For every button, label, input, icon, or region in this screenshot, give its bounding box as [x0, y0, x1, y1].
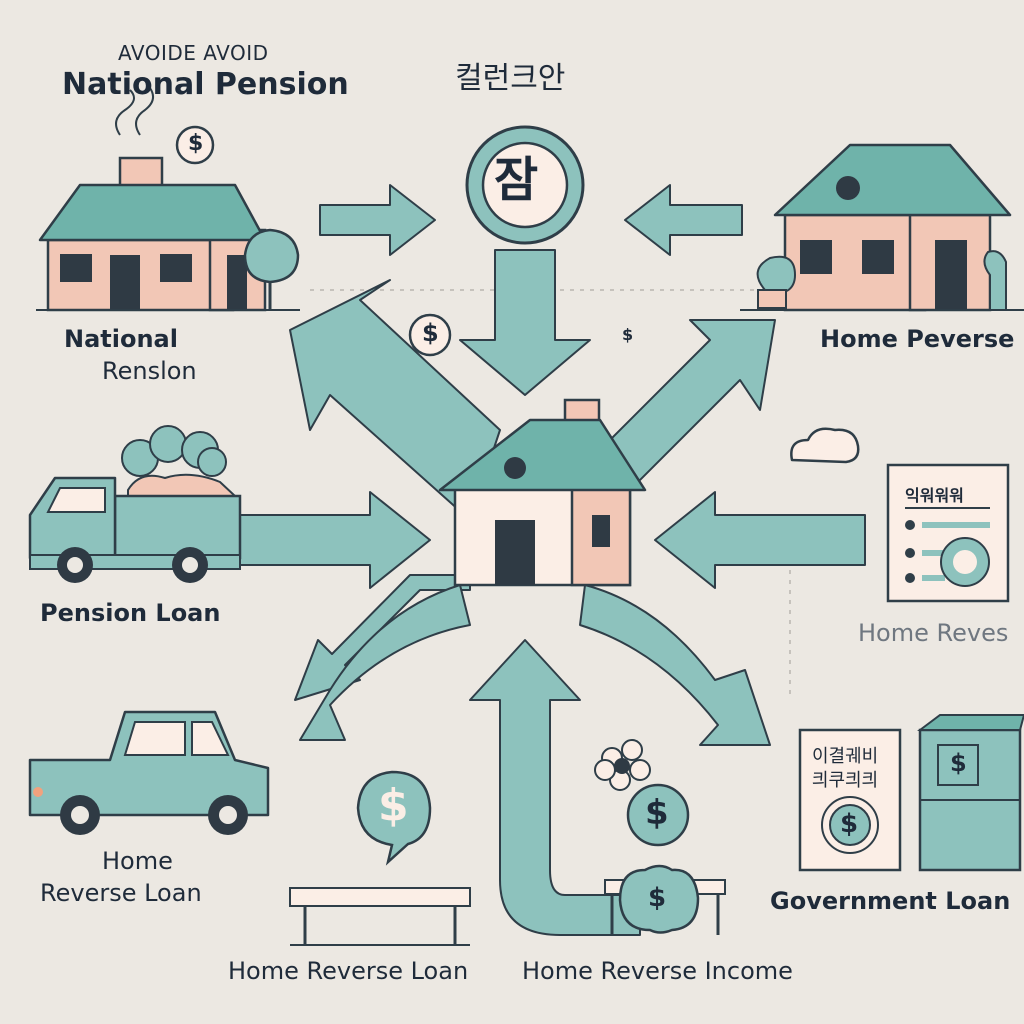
label-bottom-home-reverse-loan: Home Reverse Loan: [228, 957, 469, 985]
dollar-icon-cabinet: $: [950, 749, 967, 777]
arrow-center-up-left: [289, 279, 501, 521]
truck-with-coins: [28, 425, 242, 583]
coin-top-left: [175, 125, 215, 165]
arrow-small-top-right: [624, 184, 743, 256]
label-home-reverse-right: Home Reves: [858, 619, 1009, 647]
label-national-pension-line2: Renslon: [102, 357, 197, 385]
arrow-left-to-house: [234, 491, 431, 589]
coin-bottom-apple: [618, 864, 700, 934]
document-right: [886, 463, 1010, 603]
page-title: National Pension: [62, 67, 349, 102]
coin-bottom-center: [626, 783, 690, 847]
document-government-line2: 킈쿠킈킈: [812, 770, 879, 791]
label-home-reverse-loan-2: Reverse Loan: [40, 879, 202, 907]
document-right-heading: 익워워워: [905, 486, 964, 505]
coin-mid-left: [408, 313, 452, 357]
dollar-icon-coin: $: [645, 793, 669, 833]
label-home-reverse-loan-1: Home: [102, 847, 173, 875]
arrow-down-left: [294, 574, 471, 741]
house-top-left: [36, 87, 300, 312]
dollar-icon-small: $: [622, 325, 634, 344]
dollar-bubble: [356, 770, 432, 866]
label-government-loan: Government Loan: [770, 887, 1011, 915]
document-government-line1: 이결궤비: [812, 746, 879, 767]
central-house: [438, 398, 647, 587]
center-badge-inner: [481, 141, 569, 229]
house-top-right: [740, 143, 1024, 312]
flower-icon: [594, 739, 651, 791]
dollar-icon-mid-left: $: [422, 319, 439, 347]
dollar-icon-top-left: $: [188, 131, 204, 156]
label-national-pension: National: [64, 325, 178, 353]
label-bottom-home-reverse-income: Home Reverse Income: [522, 957, 793, 985]
center-badge-text: 잠: [494, 152, 539, 208]
document-government: [798, 728, 902, 872]
arrow-down-to-house: [459, 249, 591, 396]
arrow-small-top-left: [319, 184, 436, 256]
dollar-icon-government: $: [840, 809, 859, 839]
label-pension-loan: Pension Loan: [40, 599, 221, 627]
arrow-right-to-house: [654, 491, 866, 589]
dollar-icon-apple: $: [648, 883, 667, 913]
filing-cabinet: [917, 714, 1024, 872]
label-home-reverse-top: Home Peverse: [820, 325, 1015, 353]
pickup-truck: [28, 710, 270, 835]
cloud-icon: [790, 427, 860, 464]
arrow-down-right: [579, 584, 771, 746]
subtitle-avoid: AVOIDE AVOID: [118, 41, 269, 65]
dollar-icon-bubble: $: [378, 780, 409, 831]
korean-title: 컬런크안: [455, 61, 566, 96]
